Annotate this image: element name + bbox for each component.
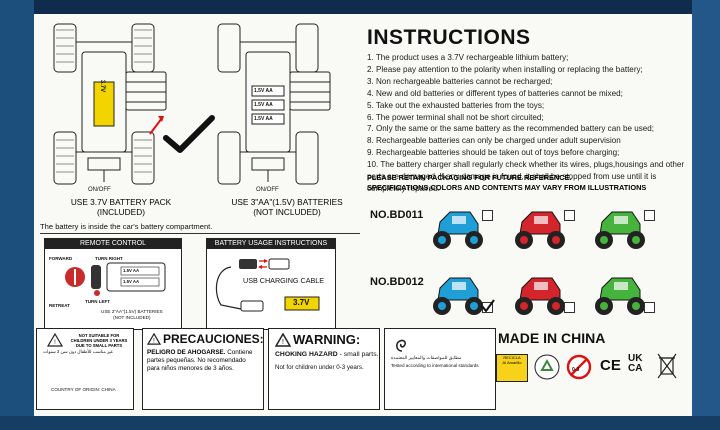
- ce-mark-icon: CE: [600, 357, 621, 374]
- standards-spiral-icon: [396, 339, 407, 352]
- instruction-item: 8. Rechargeable batteries can only be ch…: [367, 136, 621, 146]
- turn-right-label: TURN RIGHT: [95, 256, 123, 261]
- age-0-3-label: 0-3: [572, 367, 580, 373]
- usb-cable-illustration: [215, 258, 320, 312]
- car-thumbnail-icon: [433, 277, 483, 315]
- onoff-label-left: ON/OFF: [88, 187, 111, 193]
- no-under-3-icon: [566, 354, 592, 380]
- country-of-origin: COUNTRY OF ORIGIN: CHINA: [51, 387, 116, 392]
- onoff-label-right: ON/OFF: [256, 187, 279, 193]
- choking-hazard-rest: - small parts.: [337, 351, 379, 358]
- arabic-age-warning: غير مناسب للأطفال دون سن 3 سنوات: [43, 349, 113, 354]
- instruction-card: 3.7V ON/OFF USE 3.7V BATTERY PACK (INCLU…: [34, 14, 692, 416]
- ukca-mark-icon: UK CA: [628, 353, 643, 374]
- choking-hazard-text: CHOKING HAZARD: [275, 351, 338, 358]
- instruction-item: 1. The product uses a 3.7V rechargeable …: [367, 53, 569, 62]
- car-thumbnail-icon: [515, 277, 565, 315]
- remote-control-heading: REMOTE CONTROL: [45, 239, 181, 249]
- instructions-title: INSTRUCTIONS: [367, 26, 531, 49]
- svg-text:!: !: [153, 338, 155, 344]
- instruction-item: 9. Rechargeable batteries should be take…: [367, 148, 620, 158]
- instruction-item: 10. The battery charger shall regularly …: [367, 160, 685, 193]
- checkmark-icon: [163, 115, 215, 153]
- arabic-standards-text: مطابق للمواصفات والمعايير المعتمدة: [391, 355, 462, 360]
- retain-packaging-note: PLEASE RETAIN PACKAGING FOR FUTURE REFER…: [367, 173, 572, 182]
- aa-battery-2: 1.5V AA: [254, 102, 273, 108]
- made-in-china: MADE IN CHINA: [498, 330, 606, 346]
- battery-pack-caption: USE 3.7V BATTERY PACK (INCLUDED): [70, 197, 172, 217]
- recycle-symbol-icon: [534, 354, 560, 380]
- not-for-children-text: Not for children under 0-3 years.: [275, 364, 364, 371]
- divider-line: [40, 233, 360, 234]
- battery-usage-panel: BATTERY USAGE INSTRUCTIONS USB CHARGING …: [206, 238, 336, 330]
- remote-illustration: [65, 262, 166, 296]
- car-thumbnail-icon: [515, 211, 565, 249]
- chassis-diagram-aa: [217, 23, 331, 185]
- standards-box: مطابق للمواصفات والمعايير المعتمدة Teste…: [384, 328, 496, 410]
- checkbox-bd012-green: [644, 302, 655, 313]
- car-thumbnail-icon: [433, 211, 483, 249]
- aa-battery-caption: USE 3"AA"(1.5V) BATTERIES (NOT INCLUDED): [231, 197, 343, 217]
- instruction-item: 7. Only the same or the same battery as …: [367, 124, 655, 134]
- instructions-list: 1. The product uses a 3.7V rechargeable …: [367, 52, 685, 195]
- bd012-check-icon: [481, 299, 495, 313]
- forward-label: FORWARD: [49, 256, 73, 261]
- precaution-triangle-icon: !: [147, 333, 161, 345]
- not-suitable-text: NOT SUITABLE FOR CHILDREN UNDER 3 YEARS …: [70, 333, 128, 348]
- checkbox-bd011-red: [564, 210, 575, 221]
- precautions-title: PRECAUCIONES:: [163, 332, 264, 346]
- turn-left-label: TURN LEFT: [85, 299, 110, 304]
- precautions-box: ! PRECAUCIONES: PELIGRO DE AHOGARSE. Con…: [142, 328, 264, 410]
- box-edge-top: [0, 0, 720, 14]
- warning-title: WARNING:: [293, 332, 361, 347]
- battery-inside-note: The battery is inside the car's battery …: [40, 222, 213, 231]
- age-warning-triangle-icon: !: [47, 333, 63, 347]
- model-code-bd012: NO.BD012: [370, 276, 424, 288]
- battery-37v-label: 3.7V: [99, 79, 106, 93]
- remote-batteries-note: USE 2"AA"(1.5V) BATTERIES (NOT INCLUDED): [101, 309, 163, 320]
- warning-triangle-icon: !: [275, 333, 291, 347]
- instruction-item: 3. Non rechargeable batteries cannot be …: [367, 76, 553, 86]
- svg-text:!: !: [54, 340, 56, 346]
- checkbox-bd011-blue: [482, 210, 493, 221]
- weee-bin-icon: [657, 353, 677, 379]
- retreat-label: RETREAT: [49, 303, 70, 308]
- instruction-item: 4. New and old batteries or different ty…: [367, 88, 623, 98]
- model-code-bd011: NO.BD011: [370, 209, 424, 221]
- remote-battery-1: 1.5V AA: [123, 268, 140, 273]
- arabic-warning-box: ! غير مناسب للأطفال دون سن 3 سنوات NOT S…: [36, 328, 134, 410]
- instruction-item: 6. The power terminal shall not be short…: [367, 112, 544, 122]
- instruction-item: 2. Please pay attention to the polarity …: [367, 64, 643, 74]
- aa-battery-3: 1.5V AA: [254, 116, 273, 122]
- remote-control-panel: REMOTE CONTROL FORWARD TURN RIGHT TURN L…: [44, 238, 182, 330]
- box-edge-left: [0, 0, 34, 430]
- packaging-notes: PLEASE RETAIN PACKAGING FOR FUTURE REFER…: [367, 173, 646, 193]
- box-edge-right: [692, 0, 720, 430]
- usb-cable-label: USB CHARGING CABLE: [243, 276, 325, 285]
- battery-usage-heading: BATTERY USAGE INSTRUCTIONS: [207, 239, 335, 249]
- aa-battery-1: 1.5V AA: [254, 88, 273, 94]
- car-thumbnail-icon: [595, 277, 645, 315]
- chassis-diagram-3v7: [53, 23, 167, 185]
- specifications-note: SPECIFICATIONS,COLORS AND CONTENTS MAY V…: [367, 183, 647, 192]
- car-thumbnail-icon: [595, 211, 645, 249]
- tested-standards-text: Tested according to international standa…: [391, 363, 479, 368]
- warning-box: ! WARNING: CHOKING HAZARD - small parts.…: [268, 328, 380, 410]
- remote-battery-2: 1.5V AA: [123, 279, 140, 284]
- battery-volt-label: 3.7V: [293, 298, 310, 307]
- svg-text:!: !: [282, 339, 284, 346]
- recycle-yellow-icon: RECICLA Al Amarillo: [496, 354, 528, 382]
- precaution-body: Contiene partes pequeñas. No recomendado…: [147, 349, 253, 372]
- instruction-item: 5. Take out the exhausted batteries from…: [367, 100, 545, 110]
- checkbox-bd011-green: [644, 210, 655, 221]
- box-edge-bottom: [0, 416, 720, 430]
- checkbox-bd012-red: [564, 302, 575, 313]
- precaution-choking-lead: PELIGRO DE AHOGARSE.: [147, 349, 226, 356]
